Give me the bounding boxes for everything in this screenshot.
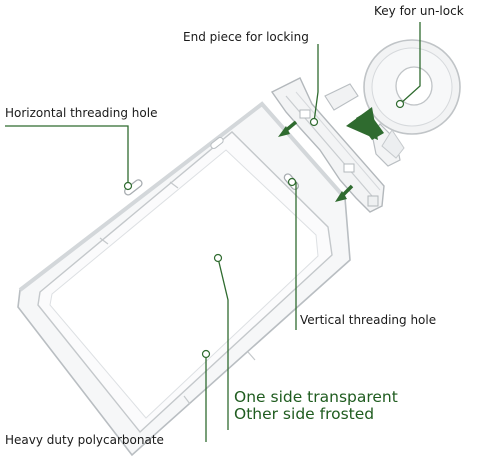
holder-window-pane	[49, 149, 319, 419]
label-horizontal-hole: Horizontal threading hole	[5, 106, 158, 120]
label-key: Key for un-lock	[374, 4, 464, 18]
left-arrow-1	[278, 120, 298, 137]
insert-arrow	[346, 107, 384, 140]
callout-dots	[123, 99, 405, 359]
label-transparent-line2: Other side frosted	[234, 405, 375, 423]
label-transparent-line1: One side transparent	[234, 388, 398, 406]
label-vertical-hole: Vertical threading hole	[300, 313, 437, 327]
left-arrow-2	[335, 184, 354, 202]
unlock-key	[324, 39, 461, 167]
label-material: Heavy duty polycarbonate	[5, 433, 164, 447]
holder-rear-edge	[18, 101, 347, 292]
badge-holder	[17, 101, 351, 457]
callout-lines	[5, 22, 421, 442]
end-piece	[270, 77, 385, 213]
label-end-piece: End piece for locking	[183, 30, 309, 44]
